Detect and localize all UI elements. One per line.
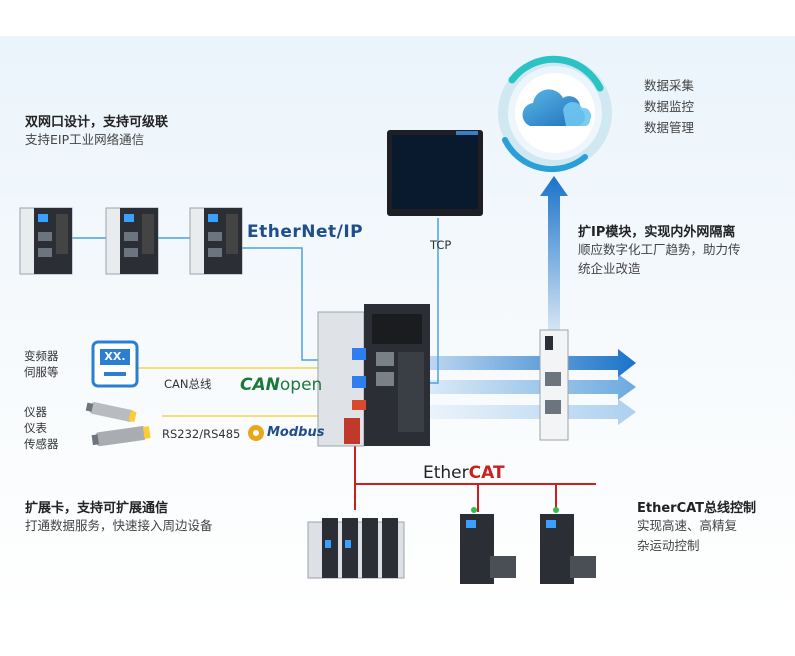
- expansion-card-stack: [307, 518, 405, 579]
- ethercat-cat-text: CAT: [468, 463, 505, 483]
- inverter-display-value: XX.: [104, 350, 126, 363]
- upload-arrow: [540, 176, 568, 330]
- cloud-service-item: 数据管理: [644, 120, 695, 135]
- plc-module-1: [19, 207, 73, 275]
- plc-module-2: [105, 207, 159, 275]
- inverter-display: [91, 340, 139, 388]
- dual-port-desc: 支持EIP工业网络通信: [25, 132, 145, 147]
- cloud-service-item: 数据采集: [644, 78, 695, 93]
- cascaded-plc-group: [19, 207, 243, 275]
- flow-arrow-3: [425, 399, 636, 425]
- cloud-service-item: 数据监控: [644, 99, 695, 114]
- sensor-label-3: 传感器: [24, 437, 59, 451]
- cloud-icon: [498, 55, 612, 173]
- sensor-probes: [85, 402, 151, 447]
- ethercat-control-title: EtherCAT总线控制: [637, 501, 757, 516]
- flow-arrow-1: [425, 349, 636, 377]
- dual-port-title: 双网口设计，支持可级联: [25, 115, 169, 130]
- ethercat-control-desc-2: 杂运动控制: [637, 538, 700, 553]
- hmi-touch-panel: [387, 130, 483, 216]
- ethercat-control-desc-1: 实现高速、高精复: [637, 518, 738, 533]
- ethernet-ip-logo: EtherNet/IP: [247, 222, 364, 242]
- can-bus-label: CAN总线: [164, 377, 212, 391]
- ip-module: [539, 329, 569, 441]
- ip-module-desc-1: 顺应数字化工厂趋势，助力传: [578, 242, 741, 257]
- canopen-can-text: CAN: [240, 375, 280, 395]
- expansion-title: 扩展卡，支持可扩展通信: [25, 501, 169, 516]
- main-controller: [317, 304, 430, 447]
- inverter-label-2: 伺服等: [24, 365, 59, 379]
- sensor-label-2: 仪表: [24, 421, 47, 435]
- modbus-logo: Modbus: [267, 425, 325, 440]
- servo-drive-2: [540, 507, 596, 584]
- data-flow-arrows: [425, 349, 636, 425]
- rs-bus-label: RS232/RS485: [162, 427, 241, 441]
- ip-module-title: 扩IP模块，实现内外网隔离: [578, 225, 736, 240]
- canopen-logo: CANopen: [240, 374, 322, 396]
- plc-module-3: [189, 207, 243, 275]
- flow-arrow-2: [425, 374, 636, 400]
- canopen-open-text: open: [279, 375, 323, 395]
- sensor-label-1: 仪器: [24, 405, 47, 419]
- tcp-label: TCP: [430, 238, 452, 252]
- modbus-gear-icon: [248, 425, 264, 441]
- servo-drive-1: [460, 507, 516, 584]
- ethercat-ether-text: Ether: [423, 463, 469, 483]
- inverter-label-1: 变频器: [24, 349, 59, 363]
- ip-module-desc-2: 统企业改造: [578, 261, 641, 276]
- ethercat-logo: EtherCAT: [423, 462, 505, 484]
- expansion-desc: 打通数据服务，快速接入周边设备: [25, 518, 213, 533]
